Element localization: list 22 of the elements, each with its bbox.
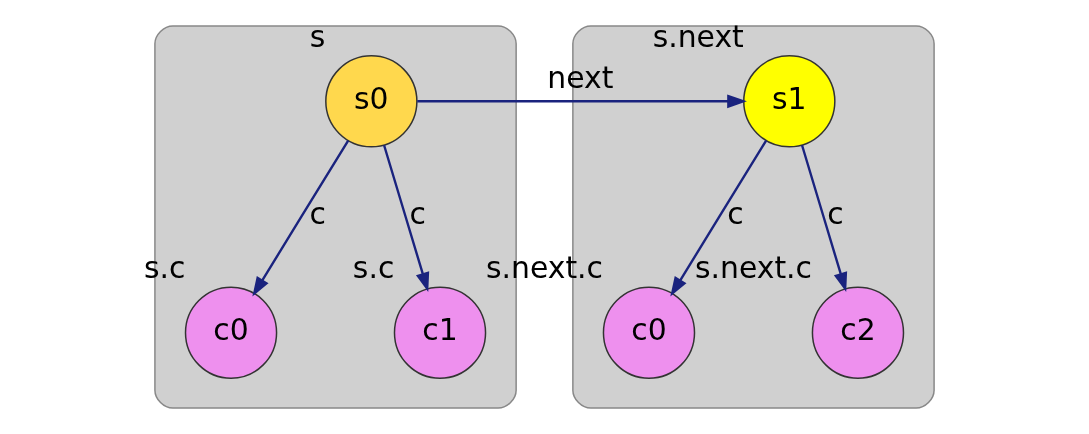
node-circle: c0: [184, 286, 278, 379]
node-circle: s0: [325, 55, 418, 148]
node-label: s.next.c: [485, 250, 604, 286]
arrow: [417, 94, 747, 109]
node-label: s.next: [652, 18, 744, 54]
node-circle: s1: [743, 55, 836, 148]
node-circle: c1: [393, 286, 487, 379]
edge-label: c: [727, 196, 744, 232]
node-label: s.c: [352, 250, 395, 286]
node-label: s: [309, 18, 326, 54]
node-label: s.c: [143, 250, 186, 286]
arrow: [670, 139, 768, 297]
arrow: [252, 139, 350, 297]
node-label: s.next.c: [694, 250, 812, 286]
edge-label: c: [409, 196, 426, 232]
arrow: [382, 144, 430, 293]
edge-label: next: [547, 59, 614, 95]
edge-label: c: [827, 196, 844, 232]
node-circle: c2: [811, 286, 905, 379]
edge-label: c: [309, 196, 326, 232]
node-circle: c0: [602, 286, 696, 379]
arrow: [800, 144, 848, 293]
